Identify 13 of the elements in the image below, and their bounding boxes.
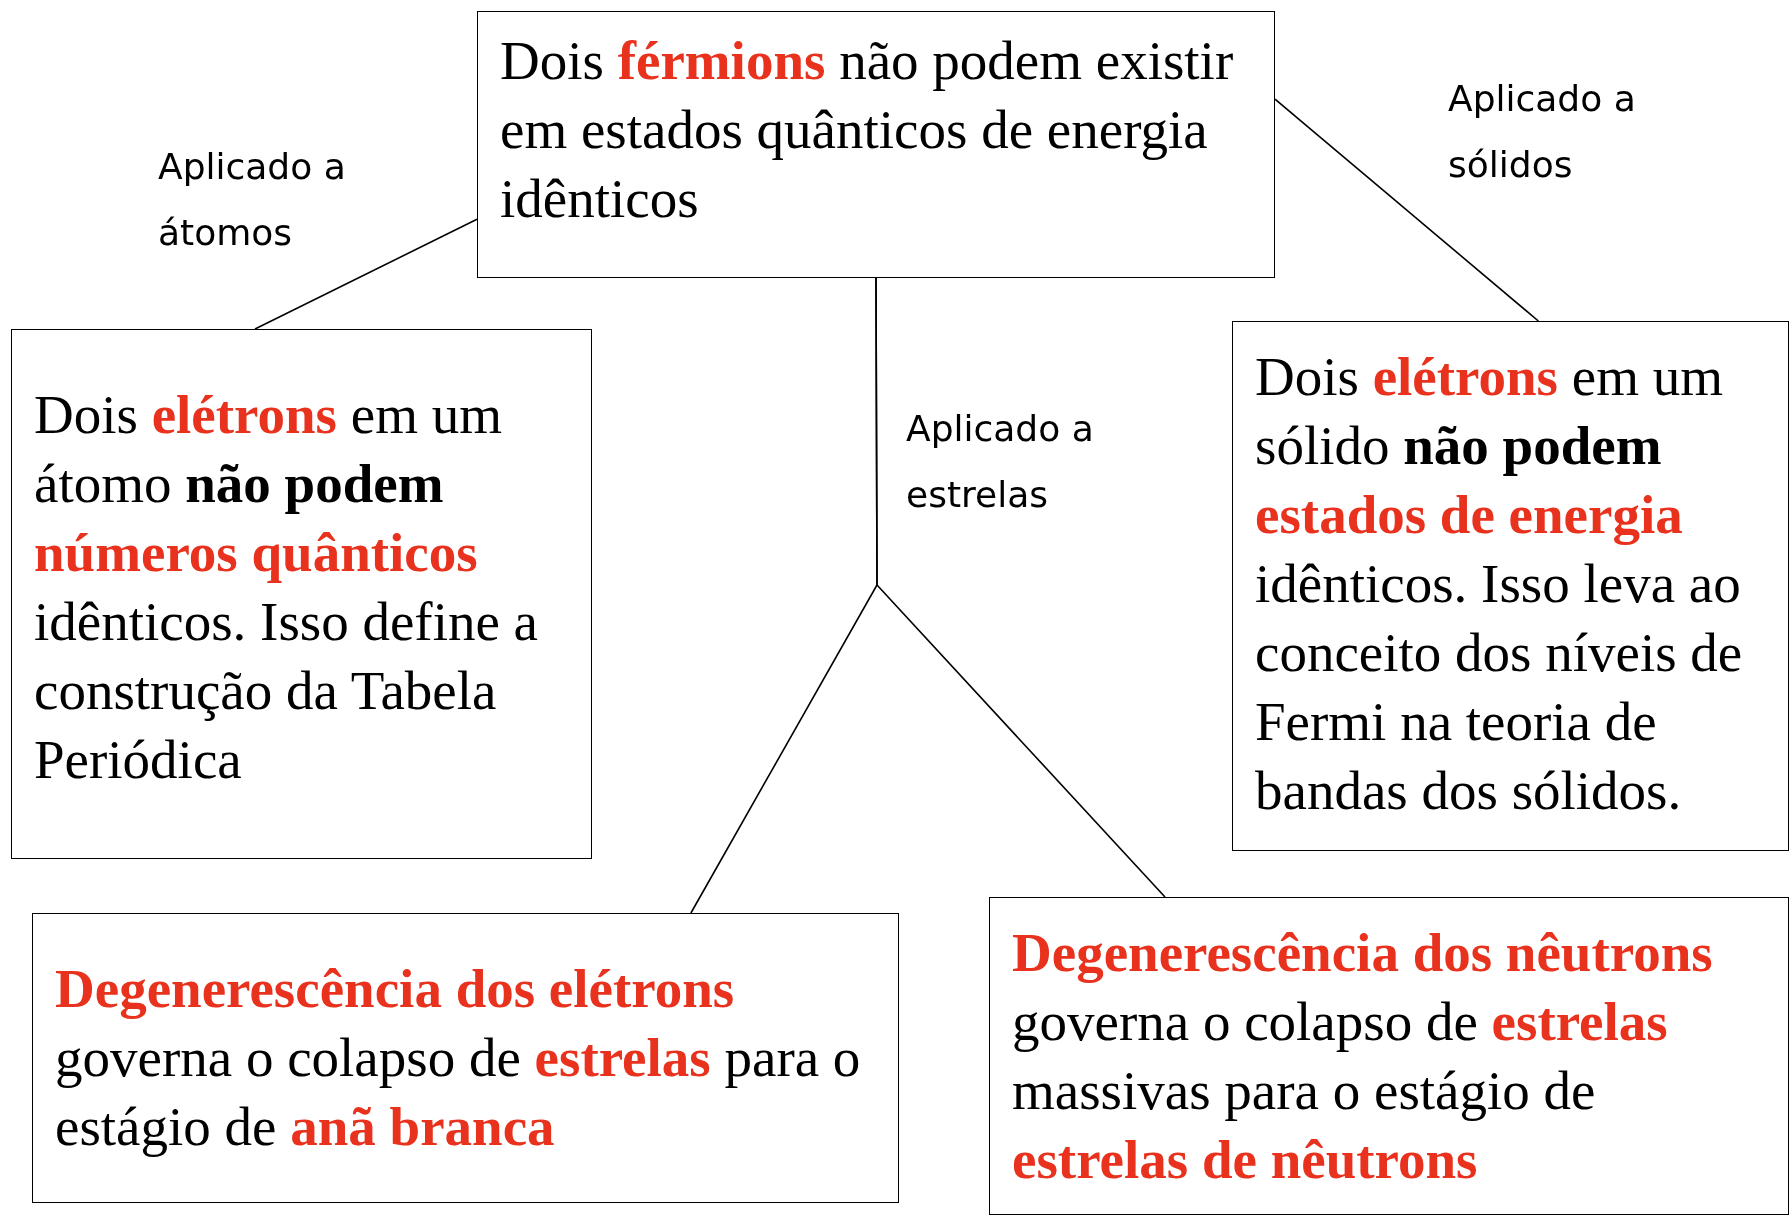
box-text: Dois elétrons em um átomo não podem números quânticos idênticos. Isso define a construção da Tabela Periódica [34,383,540,792]
text-box [989,897,1789,1215]
box-text: Dois elétrons em um sólido não podem estados de energia idênticos. Isso leva ao conceito dos níveis de Fermi na teoria de bandas dos sólidos. [1255,345,1744,823]
text-box [477,11,1275,278]
box-text: Degenerescência dos elétrons governa o colapso de estrelas para o estágio de anã branca [55,957,862,1159]
text-box [11,329,592,859]
connector-line [1274,98,1540,322]
box-text: Degenerescência dos nêutrons governa o colapso de estrelas massivas para o estágio de estrelas de nêutrons [1012,921,1714,1192]
box-text: Dois férmions não podem existir em estados quânticos de energia idênticos [500,29,1235,231]
text-box [32,913,899,1203]
connector-line [254,218,478,330]
connector-line [875,277,1166,898]
text-box [1232,321,1789,851]
